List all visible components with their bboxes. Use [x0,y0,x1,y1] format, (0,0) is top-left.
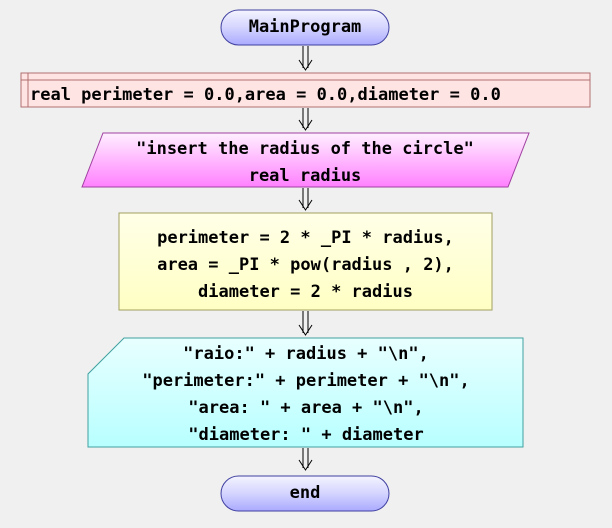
input-line-2: real radius [248,166,362,186]
arrow-start-to-declaration [298,46,313,71]
output-box-shape[interactable] [87,337,524,448]
end-terminal-shape[interactable] [220,475,390,512]
output-line-3: "area: " + area + "\n", [188,398,424,418]
output-line-1: "raio:" + radius + "\n", [183,344,429,364]
input-line-1: "insert the radius of the circle" [136,139,474,159]
output-line-2: "perimeter:" + perimeter + "\n", [142,371,470,391]
process-line-1: perimeter = 2 * _PI * radius, [157,228,454,248]
process-line-3: diameter = 2 * radius [198,282,413,302]
declaration-text: real perimeter = 0.0,area = 0.0,diameter… [30,85,501,105]
arrow-declaration-to-input [298,108,313,131]
arrow-process-to-output [298,311,313,336]
process-line-2: area = _PI * pow(radius , 2), [157,255,454,275]
start-terminal-shape[interactable] [220,9,390,46]
end-terminal-label: end [289,483,321,503]
process-box-shape[interactable] [118,212,493,311]
arrow-output-to-end [298,448,313,471]
arrow-input-to-process [298,188,313,211]
output-line-4: "diameter: " + diameter [188,425,424,445]
declaration-box-shape[interactable] [20,72,591,108]
start-terminal-label: MainProgram [248,17,362,37]
input-parallelogram-shape[interactable] [81,132,530,188]
